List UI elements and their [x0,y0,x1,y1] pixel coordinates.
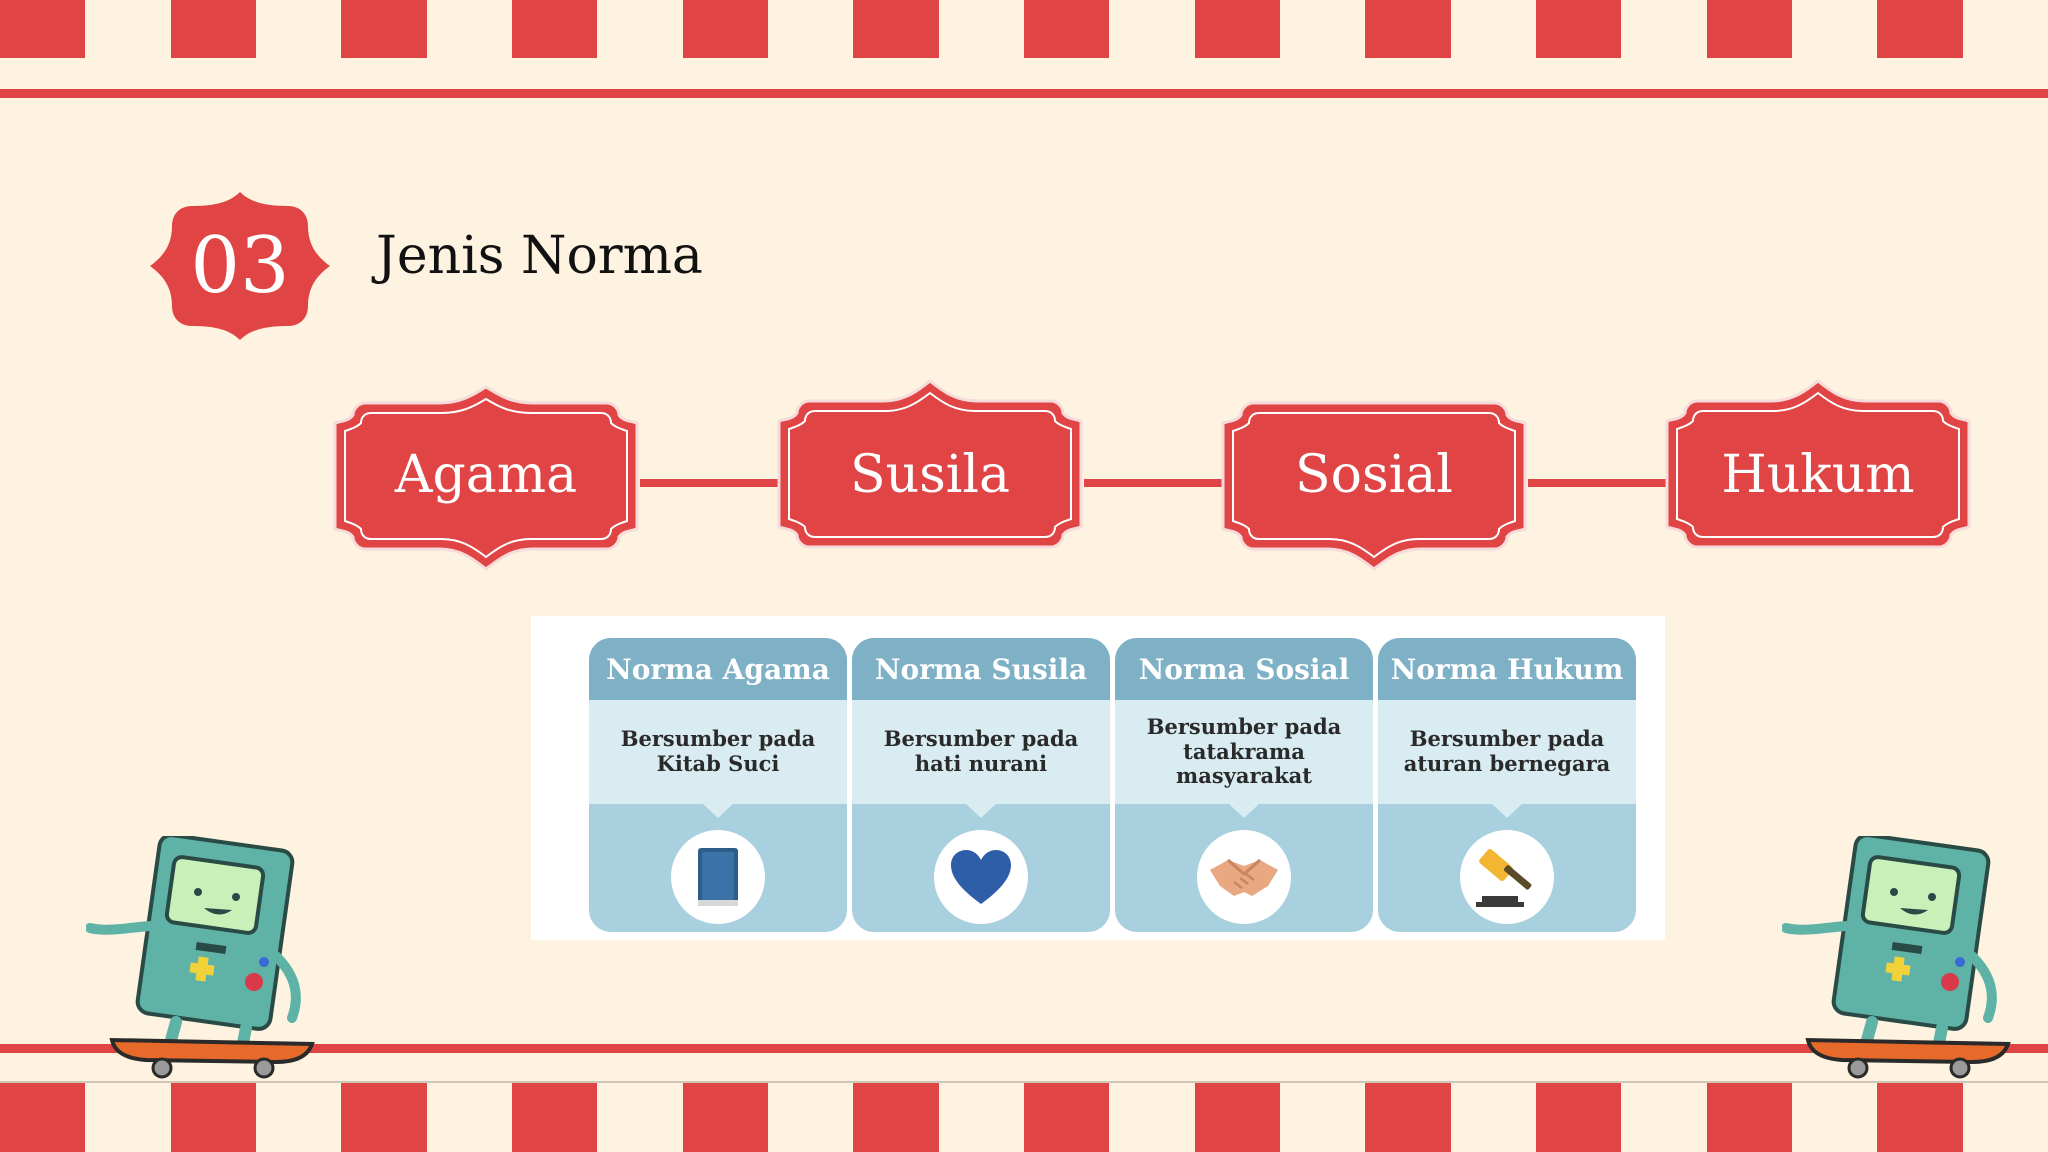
stripe-segment [853,0,939,58]
card-norma-agama: Norma Agama Bersumber pada Kitab Suci [589,638,847,932]
card-text-content: Bersumber pada tatakrama masyarakat [1146,713,1342,789]
stripe-segment [938,0,1024,58]
stripe-segment [1791,1083,1878,1152]
frame-connector [640,479,780,487]
stripe-segment [1877,1083,1963,1152]
card-norma-sosial: Norma Sosial Bersumber pada tatakrama ma… [1115,638,1373,932]
stripe-segment [682,0,768,58]
stripe-segment [341,1083,427,1152]
card-text: Bersumber pada hati nurani [852,700,1110,804]
top-stripe-band [0,0,2048,58]
card-text-content: Bersumber pada aturan bernegara [1403,726,1611,776]
card-pointer [703,804,733,818]
stripe-segment [853,1083,939,1152]
stripe-segment [341,0,427,58]
robot-skateboard-illustration-left [86,836,315,1079]
card-title: Norma Sosial [1115,638,1373,700]
frame-connector [1528,479,1668,487]
stripe-segment [85,0,171,58]
stripe-segment [767,0,854,58]
card-pointer [966,804,996,818]
card-norma-susila: Norma Susila Bersumber pada hati nurani [852,638,1110,932]
top-divider-line [0,89,2048,98]
stripe-segment [938,1083,1024,1152]
gavel-icon [1460,830,1554,924]
stripe-segment [1535,1083,1622,1152]
frame-label: Sosial [1295,445,1453,505]
stripe-segment [767,1083,854,1152]
stripe-segment [170,0,256,58]
card-title: Norma Agama [589,638,847,700]
stripe-segment [1706,0,1792,58]
card-title: Norma Susila [852,638,1110,700]
stripe-segment [511,1083,598,1152]
frame-label: Susila [849,445,1011,505]
stripe-segment [1450,0,1536,58]
stripe-segment [1365,0,1451,58]
frame-hukum: Hukum [1663,367,1973,567]
stripe-segment [1962,1083,2048,1152]
robot-skateboard-illustration-right [1782,836,2011,1079]
card-text: Bersumber pada tatakrama masyarakat [1115,700,1373,804]
handshake-icon [1197,830,1291,924]
stripe-segment [1109,1083,1195,1152]
stripe-segment [1877,0,1963,58]
frame-label: Hukum [1721,445,1915,505]
stripe-segment [1194,1083,1280,1152]
frame-agama: Agama [331,383,641,583]
page-title: Jenis Norma [376,226,703,286]
stripe-segment [1535,0,1622,58]
frame-susila: Susila [775,367,1085,567]
stripe-segment [170,1083,256,1152]
stripe-segment [1279,1083,1366,1152]
book-icon [671,830,765,924]
heart-icon [934,830,1028,924]
stripe-segment [255,1083,342,1152]
card-text-content: Bersumber pada hati nurani [883,726,1079,776]
stripe-segment [1365,1083,1451,1152]
card-pointer [1229,804,1259,818]
card-norma-hukum: Norma Hukum Bersumber pada aturan berneg… [1378,638,1636,932]
frame-sosial: Sosial [1219,383,1529,583]
stripe-segment [426,0,512,58]
stripe-segment [1962,0,2048,58]
stripe-segment [1791,0,1878,58]
stripe-segment [511,0,598,58]
stripe-segment [0,0,86,58]
stripe-segment [597,0,683,58]
stripe-segment [1621,1083,1707,1152]
section-number-badge: 03 [148,190,332,342]
bottom-divider-line [0,1044,2048,1053]
card-pointer [1492,804,1522,818]
section-number: 03 [190,221,290,311]
stripe-segment [1621,0,1707,58]
card-text: Bersumber pada Kitab Suci [589,700,847,804]
stripe-segment [1450,1083,1536,1152]
frame-label: Agama [394,445,578,505]
stripe-segment [682,1083,768,1152]
bottom-stripe-band [0,1083,2048,1152]
card-text-content: Bersumber pada Kitab Suci [620,726,816,776]
stripe-segment [1194,0,1280,58]
stripe-segment [1023,1083,1110,1152]
stripe-segment [597,1083,683,1152]
norma-infographic: Norma Agama Bersumber pada Kitab Suci No… [531,616,1665,940]
stripe-segment [0,1083,86,1152]
stripe-segment [85,1083,171,1152]
card-title: Norma Hukum [1378,638,1636,700]
stripe-segment [426,1083,512,1152]
stripe-segment [255,0,342,58]
stripe-segment [1023,0,1110,58]
stripe-segment [1279,0,1366,58]
stripe-segment [1109,0,1195,58]
frame-connector [1084,479,1224,487]
card-text: Bersumber pada aturan bernegara [1378,700,1636,804]
stripe-segment [1706,1083,1792,1152]
